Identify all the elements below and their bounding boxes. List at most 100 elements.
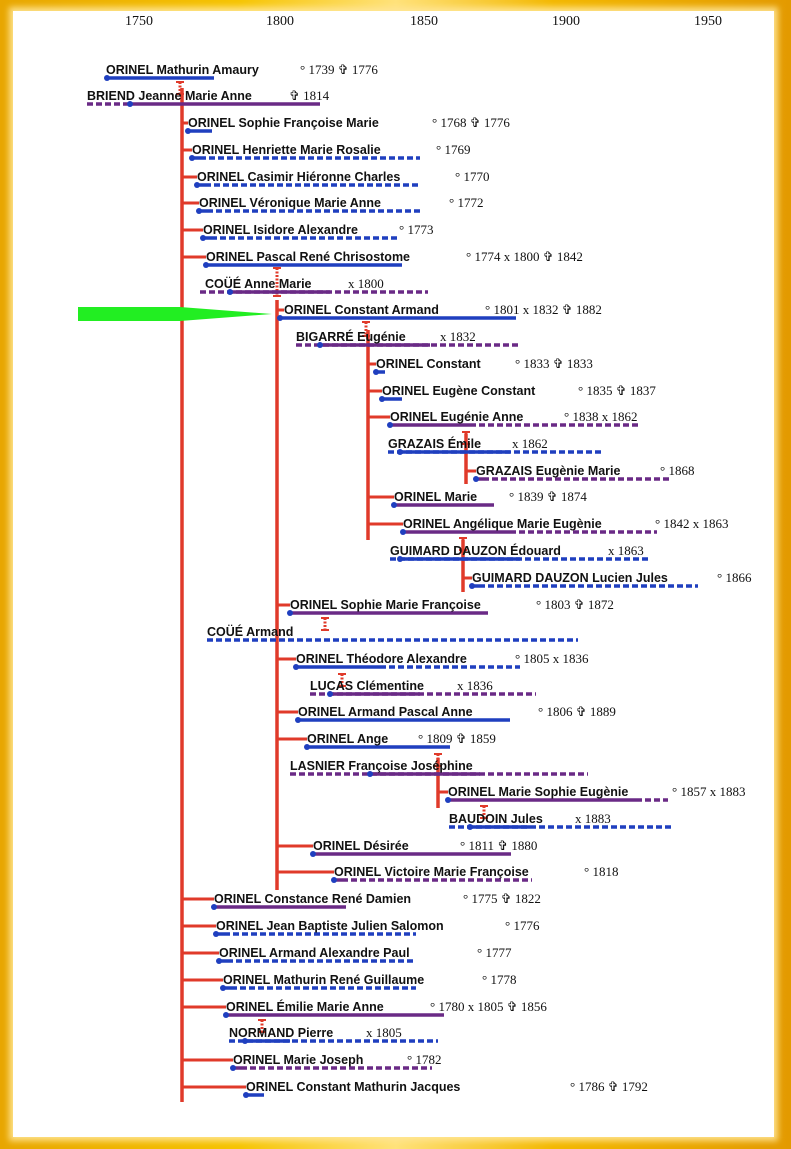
person-name: NORMAND Pierre [229,1026,333,1040]
person-name: ORINEL Armand Alexandre Paul [219,946,410,960]
person-name: ORINEL Mathurin Amaury [106,63,259,77]
person-dates: ° 1809 ✞ 1859 [418,731,496,746]
birth-dot [293,664,299,670]
person-dates: ° 1805 x 1836 [515,651,589,666]
year-label: 1850 [410,14,438,29]
person-name: ORINEL Casimir Hiéronne Charles [197,170,400,184]
person-name: ORINEL Constant [376,357,481,371]
birth-dot [104,75,110,81]
person-dates: ° 1866 [717,570,752,585]
person-name: ORINEL Eugène Constant [382,384,536,398]
person-labels: ORINEL Mathurin Amaury ° 1739 ✞ 1776BRIEN… [87,62,752,1094]
year-label: 1800 [266,14,294,29]
person-dates: ° 1777 [477,945,512,960]
person-name: ORINEL Ange [307,732,388,746]
person-dates: x 1863 [608,543,644,558]
person-dates: ° 1780 x 1805 ✞ 1856 [430,999,547,1014]
person-dates: ° 1739 ✞ 1776 [300,62,378,77]
birth-dot [127,101,133,107]
person-name: ORINEL Isidore Alexandre [203,223,358,237]
person-dates: ° 1835 ✞ 1837 [578,383,656,398]
person-name: ORINEL Émilie Marie Anne [226,999,384,1014]
person-dates: ° 1839 ✞ 1874 [509,489,587,504]
person-dates: x 1832 [440,329,476,344]
birth-dot [277,315,283,321]
person-name: ORINEL Constant Armand [284,303,439,317]
person-dates: ° 1776 [505,918,540,933]
person-dates: x 1800 [348,276,384,291]
person-name: GUIMARD DAUZON Lucien Jules [472,571,668,585]
person-name: ORINEL Jean Baptiste Julien Salomon [216,919,444,933]
person-name: ORINEL Véronique Marie Anne [199,196,381,210]
person-dates: ° 1775 ✞ 1822 [463,891,541,906]
birth-dot [242,1038,248,1044]
birth-dot [185,128,191,134]
person-dates: ° 1818 [584,864,618,879]
birth-dot [473,476,479,482]
person-name: LASNIER Françoise Joséphine [290,759,473,773]
birth-dot [211,904,217,910]
person-dates: x 1862 [512,436,548,451]
person-name: BRIEND Jeanne Marie Anne [87,89,252,103]
person-dates: ✞ 1814 [289,88,330,103]
person-name: ORINEL Marie Joseph [233,1053,363,1067]
person-dates: ° 1768 ✞ 1776 [432,115,510,130]
person-name: COÜÉ Armand [207,624,293,639]
person-dates: ° 1801 x 1832 ✞ 1882 [485,302,602,317]
person-name: GRAZAIS Émile [388,436,481,451]
person-dates: ° 1838 x 1862 [564,409,637,424]
person-dates: ° 1773 [399,222,433,237]
birth-dot [310,851,316,857]
person-name: ORINEL Sophie Marie Françoise [290,598,481,612]
life-bars [87,75,698,1098]
year-label: 1900 [552,14,580,29]
birth-dot [203,262,209,268]
person-dates: x 1836 [457,678,493,693]
person-name: ORINEL Mathurin René Guillaume [223,973,424,987]
birth-dot [243,1092,249,1098]
birth-dot [445,797,451,803]
person-dates: ° 1782 [407,1052,441,1067]
birth-dot [304,744,310,750]
birth-dot [469,583,475,589]
person-dates: ° 1786 ✞ 1792 [570,1079,648,1094]
birth-dot [194,182,200,188]
person-dates: x 1805 [366,1025,402,1040]
person-name: ORINEL Désirée [313,839,409,853]
descent-lines [176,81,488,1102]
person-name: ORINEL Victoire Marie Françoise [334,865,529,879]
person-name: ORINEL Constant Mathurin Jacques [246,1080,460,1094]
birth-dot [189,155,195,161]
person-name: GRAZAIS Eugènie Marie [476,464,621,478]
person-name: ORINEL Pascal René Chrisostome [206,250,410,264]
person-name: ORINEL Théodore Alexandre [296,652,467,666]
birth-dot [196,208,202,214]
birth-dot [220,985,226,991]
person-dates: ° 1772 [449,195,483,210]
person-name: ORINEL Armand Pascal Anne [298,705,473,719]
person-name: ORINEL Henriette Marie Rosalie [192,143,381,157]
birth-dot [379,396,385,402]
birth-dot [387,422,393,428]
person-name: ORINEL Sophie Françoise Marie [188,116,379,130]
birth-dot [317,342,323,348]
birth-dot [397,449,403,455]
birth-dot [367,771,373,777]
birth-dot [223,1012,229,1018]
person-dates: ° 1774 x 1800 ✞ 1842 [466,249,583,264]
birth-dot [200,235,206,241]
person-dates: ° 1842 x 1863 [655,516,728,531]
person-name: COÜÉ Anne Marie [205,276,312,291]
person-name: ORINEL Constance René Damien [214,892,411,906]
person-name: BAUDOIN Jules [449,812,543,826]
person-name: GUIMARD DAUZON Édouard [390,543,561,558]
person-dates: ° 1857 x 1883 [672,784,745,799]
year-axis: 1750 1800 1850 1900 1950 [125,14,722,29]
person-dates: ° 1806 ✞ 1889 [538,704,616,719]
person-name: ORINEL Eugénie Anne [390,410,523,424]
person-dates: x 1883 [575,811,611,826]
person-dates: ° 1778 [482,972,516,987]
person-name: ORINEL Angélique Marie Eugènie [403,517,602,531]
birth-dot [373,369,379,375]
